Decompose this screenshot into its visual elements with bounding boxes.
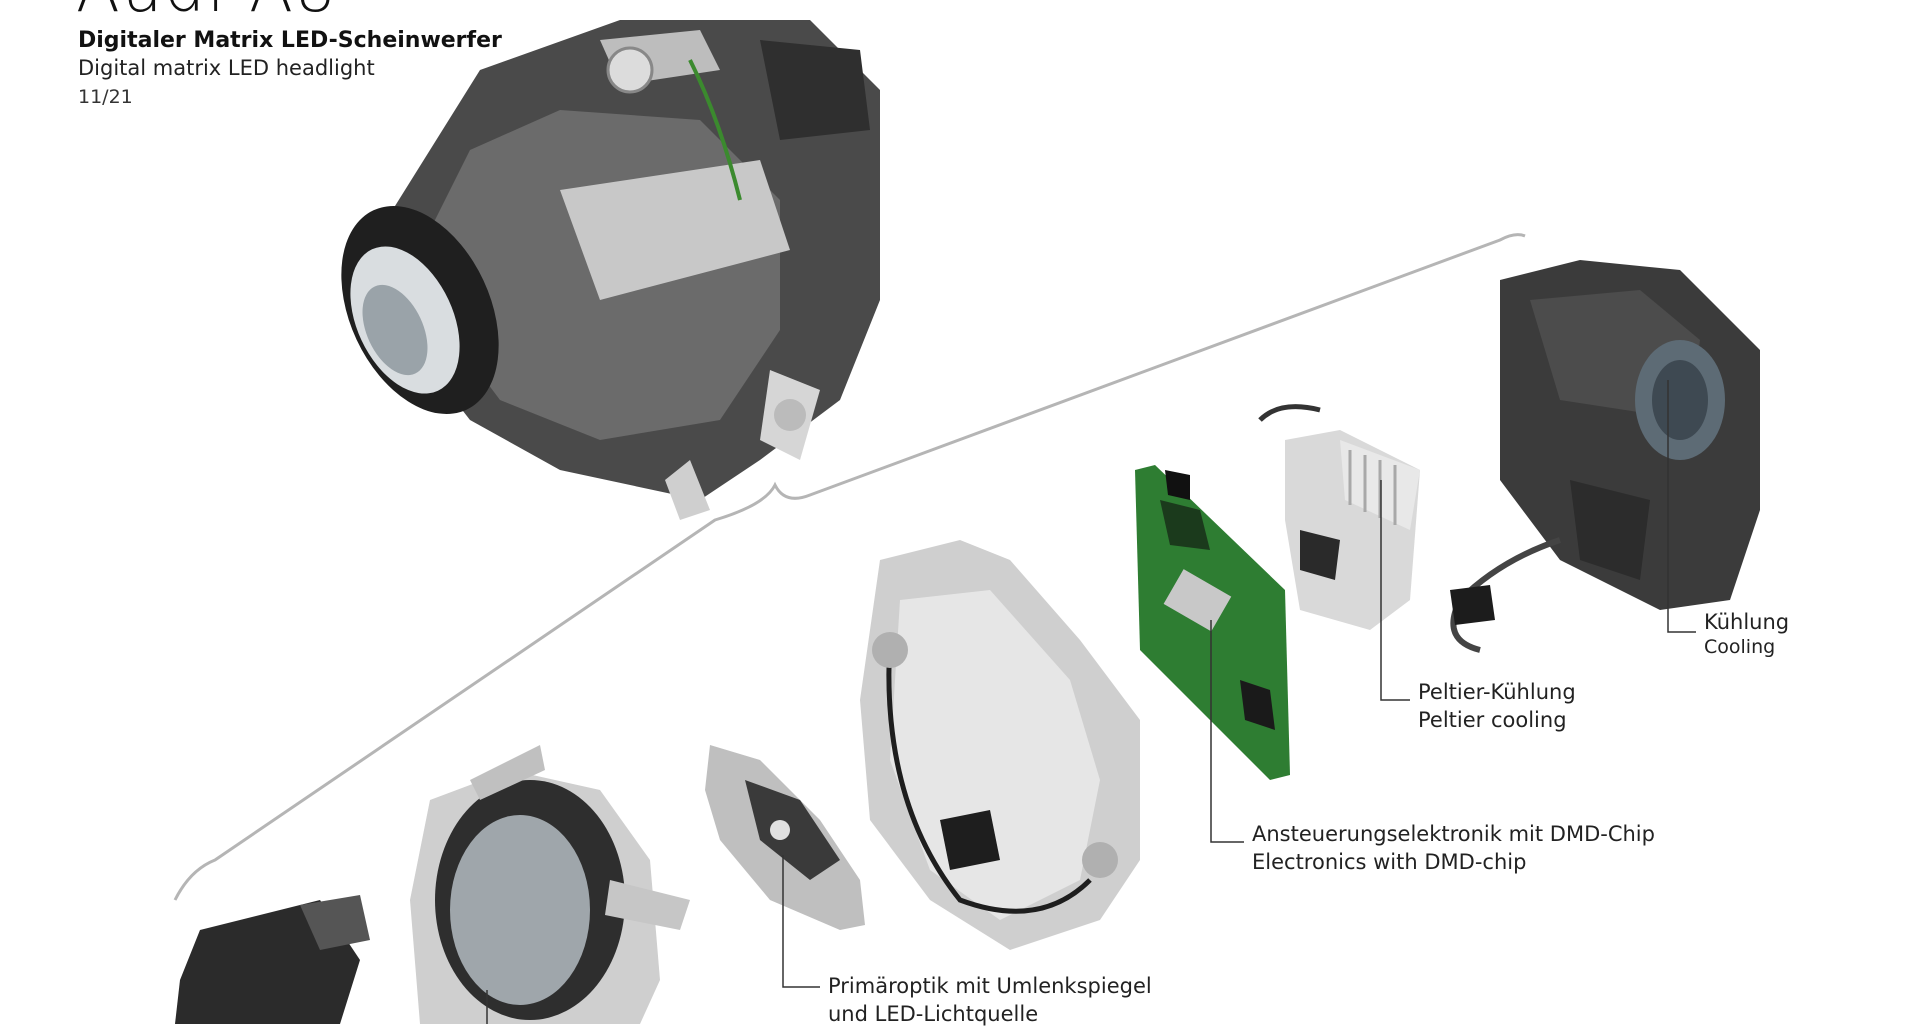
callout-electronics: Ansteuerungselektronik mit DMD-Chip Elec… (1252, 820, 1655, 876)
peltier-cooler-graphic (1258, 404, 1420, 630)
leader-peltier (1380, 480, 1410, 701)
leader-primary-optics (782, 855, 820, 988)
date-stamp: 11/21 (78, 86, 133, 108)
dmd-carrier-graphic (860, 540, 1140, 950)
callout-peltier: Peltier-Kühlung Peltier cooling (1418, 678, 1576, 734)
electronics-board-graphic (1135, 465, 1290, 780)
projection-lens-graphic (175, 895, 370, 1024)
title-english: Digital matrix LED headlight (78, 56, 375, 80)
callout-electronics-en: Electronics with DMD-chip (1252, 850, 1527, 874)
page-headline: Audi A8 (76, 0, 338, 22)
title-german: Digitaler Matrix LED-Scheinwerfer (78, 28, 502, 53)
primary-optics-graphic (705, 745, 865, 930)
callout-cooling-de: Kühlung (1704, 610, 1790, 634)
leader-cooling (1667, 380, 1696, 633)
callout-peltier-en: Peltier cooling (1418, 708, 1567, 732)
callout-electronics-de: Ansteuerungselektronik mit DMD-Chip (1252, 822, 1655, 846)
leader-electronics (1210, 620, 1244, 843)
callout-cooling-en: Cooling (1704, 636, 1776, 658)
group-bracket (173, 233, 1526, 901)
callout-peltier-de: Peltier-Kühlung (1418, 680, 1576, 704)
secondary-optics-graphic (410, 745, 690, 1024)
assembled-headlight-graphic (341, 20, 880, 520)
callout-cooling: Kühlung Cooling (1704, 608, 1789, 658)
callout-primary-optics-en: und LED-Lichtquelle (828, 1002, 1039, 1026)
callout-primary-optics-de: Primäroptik mit Umlenkspiegel (828, 974, 1152, 998)
callout-primary-optics: Primäroptik mit Umlenkspiegel und LED-Li… (828, 972, 1152, 1028)
cooling-housing-graphic (1450, 260, 1760, 653)
